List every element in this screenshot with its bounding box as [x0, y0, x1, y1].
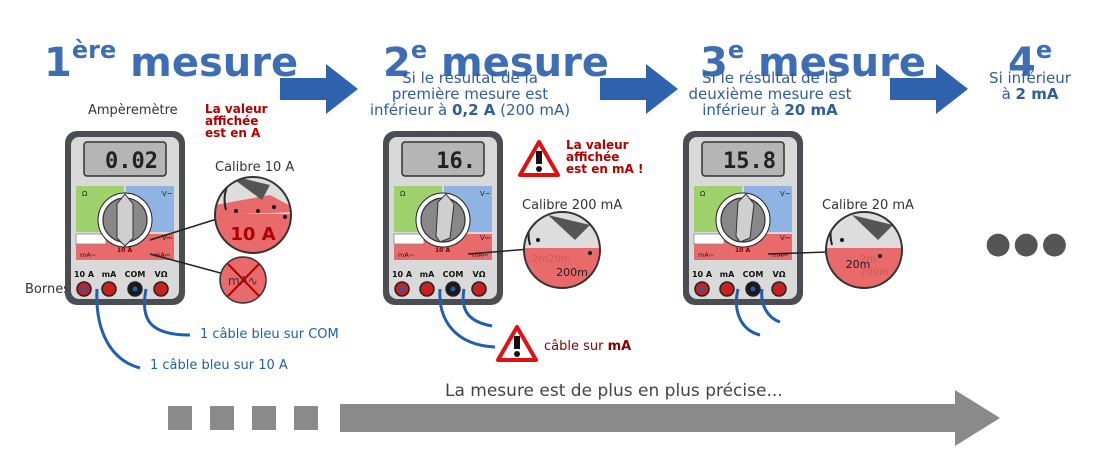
calibre-20ma-label: Calibre 20 mA	[822, 198, 914, 213]
step-2-condition: Si le résultat de la première mesure est…	[369, 69, 571, 119]
svg-text:VΩ: VΩ	[773, 270, 786, 279]
svg-text:10 A: 10 A	[435, 247, 450, 254]
svg-text:VΩ: VΩ	[473, 270, 486, 279]
zoom-link-200ma	[467, 248, 531, 255]
svg-text:V⎓: V⎓	[780, 234, 791, 242]
svg-text:10 A: 10 A	[692, 270, 713, 279]
cable-10a-label: 1 câble bleu sur 10 A	[150, 358, 288, 373]
svg-text:10 A: 10 A	[392, 270, 413, 279]
amperemetre-label: Ampèremètre	[88, 103, 178, 118]
svg-text:Ω: Ω	[400, 190, 406, 198]
svg-text:V~: V~	[162, 190, 173, 198]
zoom-link-crossed-ma	[149, 253, 229, 276]
warning-icon	[496, 325, 538, 362]
terminal-vohm	[153, 281, 169, 297]
svg-text:mA⎓: mA⎓	[472, 251, 488, 259]
step-4-condition: Si inférieur à 2 mA	[989, 69, 1071, 103]
svg-text:mA~: mA~	[80, 251, 96, 259]
step-arrow-3	[890, 64, 968, 114]
svg-text:mA~: mA~	[698, 251, 714, 259]
step-3-title: 3e mesure	[700, 36, 926, 86]
svg-text:COM: COM	[443, 270, 464, 279]
svg-text:10 A: 10 A	[74, 270, 95, 279]
svg-text:mA⎓: mA⎓	[772, 251, 788, 259]
svg-text:V~: V~	[480, 190, 491, 198]
svg-text:mA~: mA~	[398, 251, 414, 259]
svg-text:10 A: 10 A	[117, 247, 132, 254]
svg-text:COM: COM	[743, 270, 764, 279]
svg-text:mA⎓: mA⎓	[154, 251, 170, 259]
meter-display	[701, 141, 785, 177]
terminal-ma	[419, 281, 435, 297]
svg-text:mA: mA	[102, 270, 117, 279]
zoom-value-10a: 10 A	[230, 224, 275, 245]
warning-icon	[518, 140, 560, 177]
meter-display	[83, 141, 167, 177]
cable-com-3	[760, 288, 781, 324]
cable-com-2	[461, 288, 493, 328]
ellipsis-dots: ●●●	[985, 226, 1070, 261]
svg-text:V⎓: V⎓	[480, 234, 491, 242]
zoom-value-20ma: 20m	[846, 258, 871, 271]
svg-text:Ω: Ω	[700, 190, 706, 198]
step-arrow-1	[280, 64, 358, 114]
multimeter-3: 15.8 Ω V~ V⎓ mA~ mA⎓ 10 A 10 A mA COM VΩ	[680, 128, 806, 312]
svg-text:10 A: 10 A	[735, 247, 750, 254]
svg-text:V⎓: V⎓	[162, 234, 173, 242]
svg-text:20m: 20m	[548, 254, 570, 265]
svg-text:mA: mA	[420, 270, 435, 279]
cable-ma	[438, 288, 496, 349]
cable-ma-3	[735, 288, 761, 337]
svg-text:Ω: Ω	[82, 190, 88, 198]
terminal-vohm	[771, 281, 787, 297]
step-1-title: 1ère mesure	[44, 36, 299, 86]
display-value: 15.8	[723, 149, 776, 174]
step-3-condition: Si le résultat de la deuxième mesure est…	[688, 69, 852, 119]
display-value: 16.	[436, 149, 476, 174]
svg-text:200m: 200m	[860, 267, 889, 278]
meter-display	[401, 141, 485, 177]
step-2-title: 2e mesure	[383, 36, 609, 86]
precision-caption: La mesure est de plus en plus précise...	[445, 381, 783, 401]
zoom-link-20ma	[767, 251, 829, 255]
zoom-circle-crossed-ma: mA∿	[219, 256, 267, 304]
precision-arrow	[168, 390, 1000, 446]
display-value: 0.02	[105, 149, 158, 174]
step-arrow-2	[600, 64, 678, 114]
multimeter-2: 16. Ω V~ V⎓ mA~ mA⎓ 10 A 10 A mA COM VΩ	[380, 128, 506, 312]
cable-ma-note: câble sur mA	[544, 339, 632, 354]
svg-text:2m: 2m	[860, 254, 876, 265]
cable-10a	[95, 288, 141, 370]
zoom-value-200ma: 200m	[556, 266, 588, 279]
cable-com	[142, 288, 191, 337]
svg-text:COM: COM	[125, 270, 146, 279]
svg-text:V~: V~	[780, 190, 791, 198]
cable-com-label: 1 câble bleu sur COM	[200, 327, 339, 342]
svg-text:mA: mA	[720, 270, 735, 279]
terminal-ma	[101, 281, 117, 297]
terminal-ma	[719, 281, 735, 297]
zoom-circle-200ma: 2m 20m 200m	[523, 211, 601, 289]
terminal-vohm	[471, 281, 487, 297]
calibre-10a-label: Calibre 10 A	[215, 160, 295, 175]
step-4-title: 4e	[1008, 36, 1053, 86]
calibre-200ma-label: Calibre 200 mA	[522, 198, 623, 213]
bornes-label: Bornes	[25, 282, 70, 297]
zoom-circle-10a: 10 A	[214, 176, 292, 254]
zoom-link-10a	[149, 217, 221, 241]
svg-text:2m: 2m	[532, 254, 548, 265]
multimeter-1: 0.02 Ω V~ V⎓ mA~ mA⎓ 10 A 10 A mA COM VΩ	[62, 128, 188, 312]
svg-text:VΩ: VΩ	[155, 270, 168, 279]
